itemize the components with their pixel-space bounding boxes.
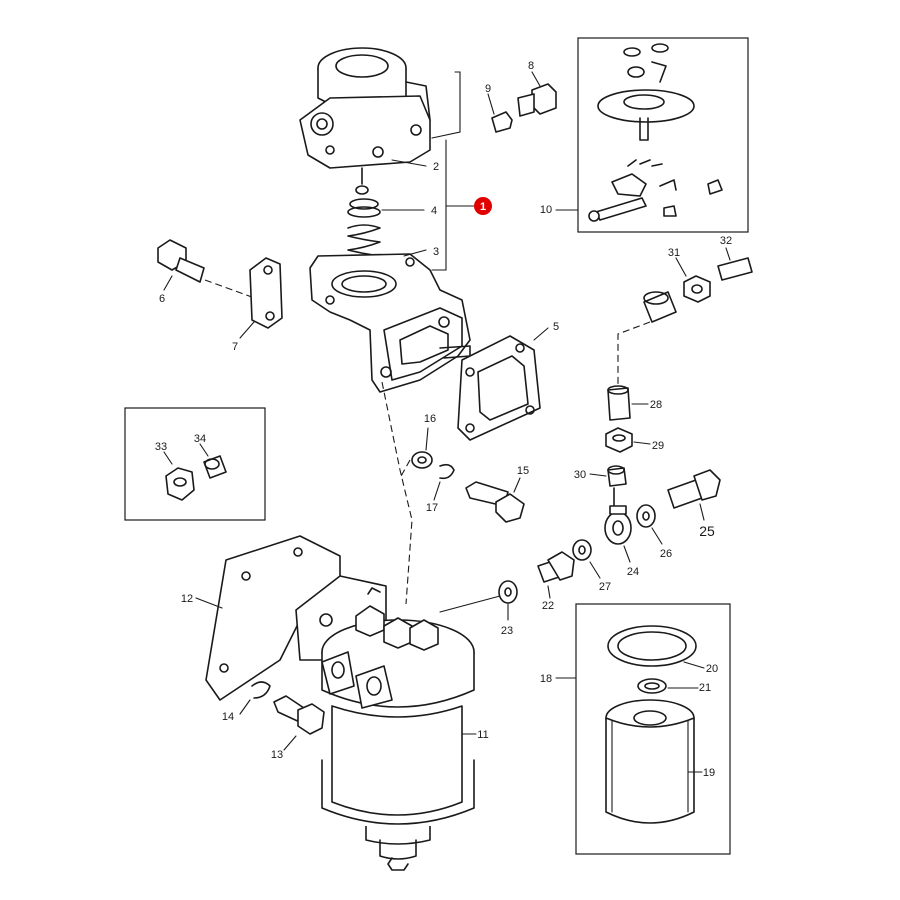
fitting-part-30 [607,465,627,487]
label-30: 30 [574,469,586,481]
sleeve-part-34 [203,455,227,479]
label-21: 21 [699,682,711,694]
label-29: 29 [652,440,664,452]
diaphragm-spring-assembly [347,167,381,257]
label-4: 4 [431,205,437,217]
bolt-part-15 [465,481,525,523]
filter-element-part-19 [605,699,695,824]
seal-ring-part-20 [607,625,697,667]
label-6: 6 [159,293,165,305]
label-13: 13 [271,749,283,761]
bolt-part-13 [273,695,325,735]
plate-part-7 [249,257,283,329]
filter-head-part-11 [295,575,475,709]
sleeve-part-28 [607,385,631,421]
banjo-bolt-part-8 [517,83,557,117]
label-5: 5 [553,321,559,333]
label-2: 2 [433,161,439,173]
nut-part-33 [165,467,195,501]
gasket-part-5 [457,335,541,441]
label-10: 10 [540,204,552,216]
label-22: 22 [542,600,554,612]
highlight-marker-part-1[interactable]: 1 [474,197,492,215]
washer-part-27 [572,539,592,561]
label-8: 8 [528,60,534,72]
label-27: 27 [599,581,611,593]
lift-pump-lower-body [309,253,471,393]
kit-box-parts-33-34 [124,407,266,521]
kit-box-part-18 [575,603,731,855]
label-20: 20 [706,663,718,675]
bolt-part-6 [157,239,205,283]
label-34: 34 [194,433,206,445]
banjo-bolt-part-25 [667,469,721,509]
marker-label-1: 1 [480,201,486,213]
part-labels: 2 3 4 5 6 7 8 9 10 11 12 13 14 15 16 17 … [155,60,732,779]
washer-part-26 [636,504,656,528]
o-ring-part-21 [637,678,667,694]
label-11: 11 [477,729,488,741]
nut-part-29 [605,427,633,453]
fitting-part-9 [491,111,513,133]
fitting-part-22 [537,551,575,583]
label-19: 19 [703,767,715,779]
kit-box-part-10 [577,37,749,233]
label-28: 28 [650,399,662,411]
label-23: 23 [501,625,513,637]
label-12: 12 [181,593,193,605]
label-15: 15 [517,465,529,477]
label-32: 32 [720,235,732,247]
label-33: 33 [155,441,167,453]
nut-part-31 [683,275,711,303]
label-17: 17 [426,502,438,514]
label-7: 7 [232,341,238,353]
label-24: 24 [627,566,639,578]
label-16: 16 [424,413,436,425]
label-3: 3 [433,246,439,258]
washer-part-23 [498,580,518,604]
washer-part-14 [251,681,271,699]
label-26: 26 [660,548,672,560]
label-31: 31 [668,247,680,259]
sleeve-part-between-31 [643,291,677,323]
filter-bowl-part-11 [321,705,475,871]
priming-assembly-part-10 [588,43,723,222]
label-18: 18 [540,673,552,685]
washer-part-16 [411,451,433,469]
spring-washer-part-17 [439,463,455,480]
lift-pump-upper-body [299,47,431,169]
sleeve-part-32 [717,257,753,281]
label-14: 14 [222,711,234,723]
label-25: 25 [699,523,715,539]
label-9: 9 [485,83,491,95]
banjo-part-24 [604,487,632,545]
